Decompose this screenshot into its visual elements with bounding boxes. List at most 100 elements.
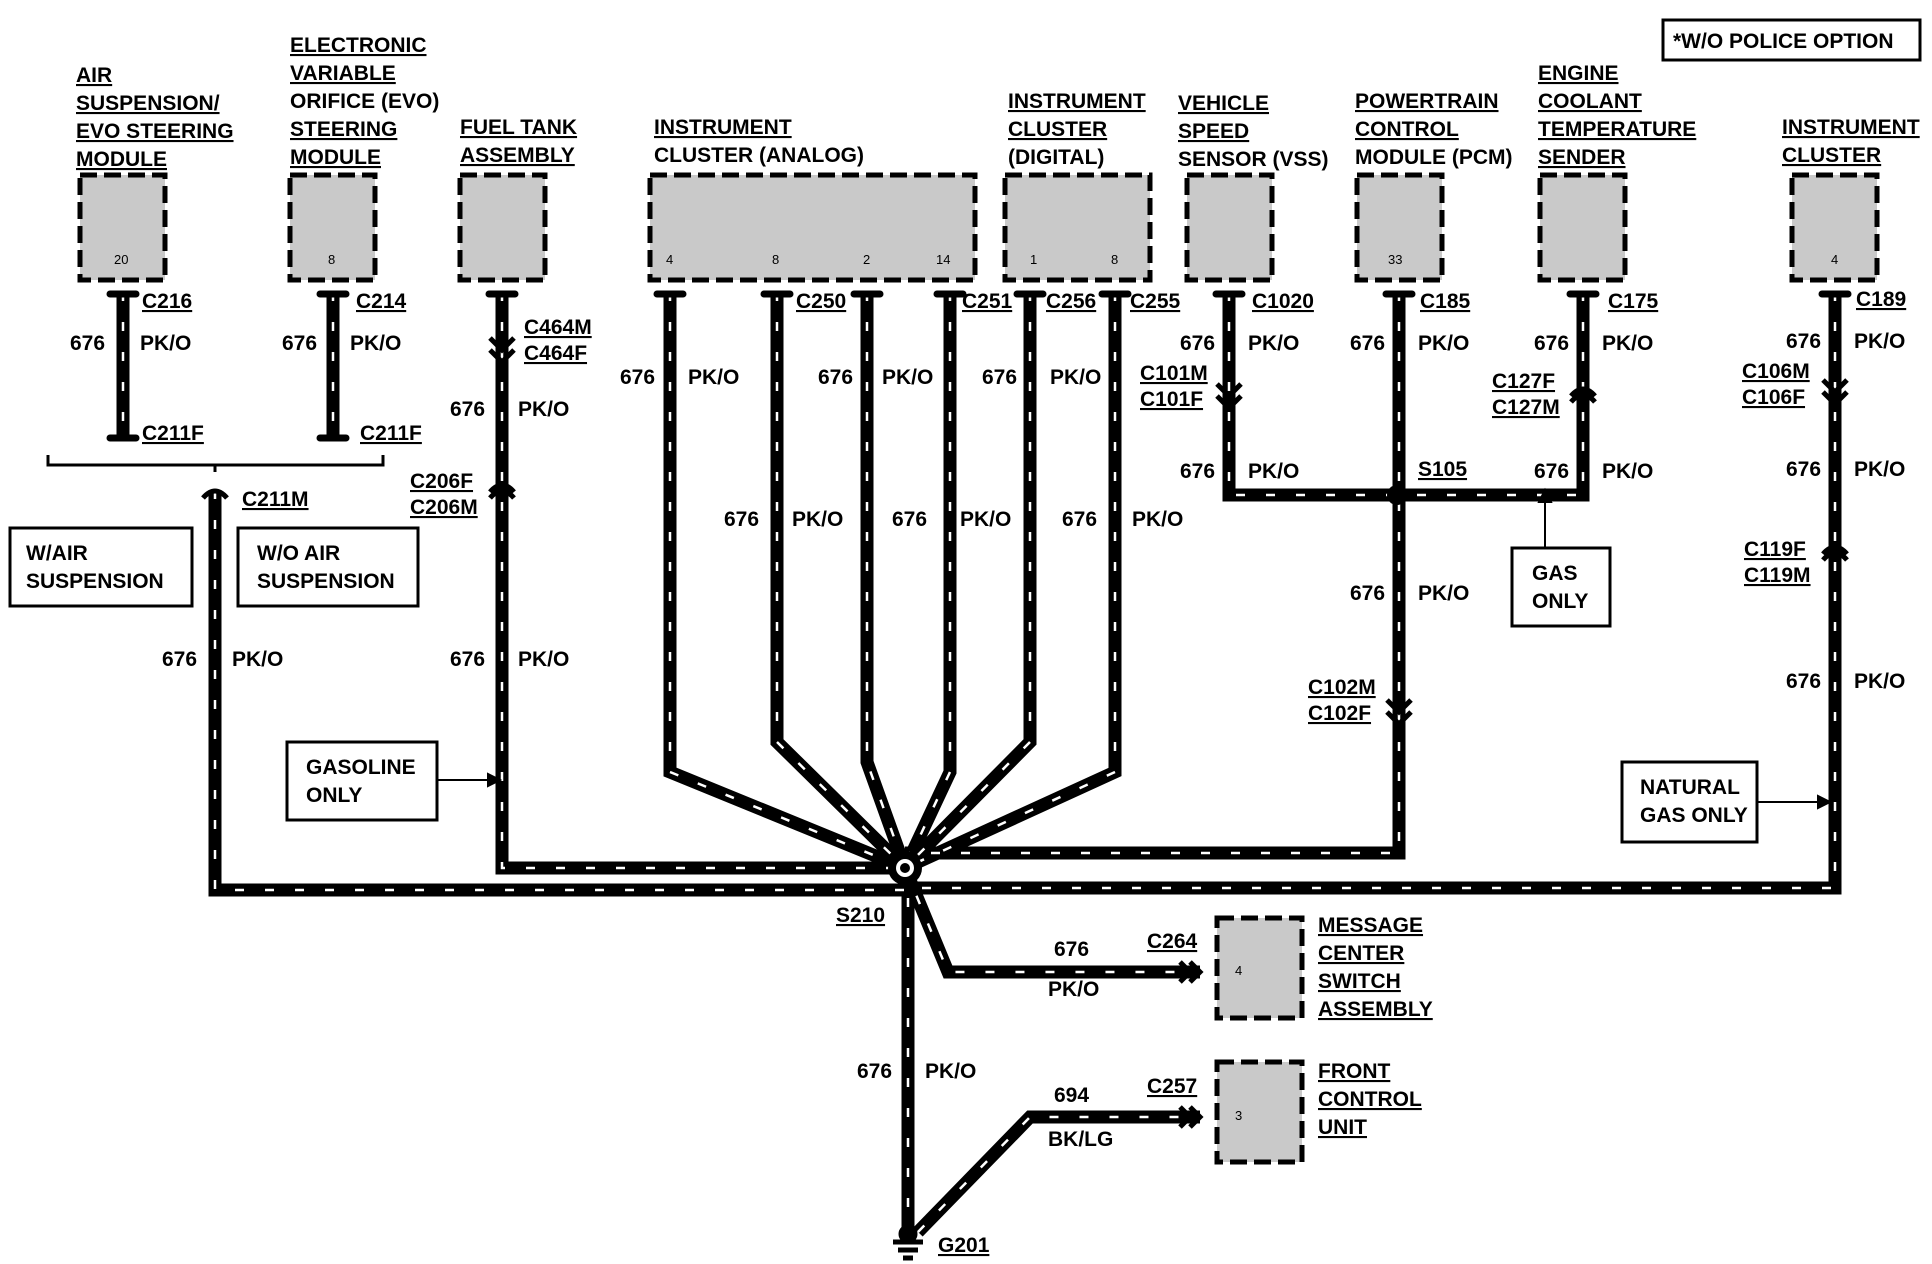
- pin-air-susp: 20: [114, 252, 128, 267]
- pcm-label: POWERTRAIN CONTROL MODULE (PCM): [1355, 90, 1512, 169]
- circuit-num: 676: [1786, 670, 1821, 693]
- air-susp-module-label: AIR SUSPENSION/ EVO STEERING MODULE: [76, 64, 234, 171]
- connector-labels: C216 C214 C211F C211F C211M C464M C464F …: [142, 288, 1906, 1257]
- connector-c464f: C464F: [524, 342, 587, 365]
- ground-icon: [893, 1224, 923, 1261]
- note-boxes: W/AIR SUSPENSION W/O AIR SUSPENSION GASO…: [8, 526, 1759, 844]
- components-msg-center-2-text: SWITCH: [1318, 970, 1401, 993]
- connector-c464m: C464M: [524, 316, 592, 339]
- connector-c101f: C101F: [1140, 388, 1203, 411]
- connector-c1020: C1020: [1252, 290, 1314, 313]
- connector-c189: C189: [1856, 288, 1906, 311]
- pin-evo: 8: [328, 252, 335, 267]
- ic-digital-label: INSTRUMENT CLUSTER (DIGITAL): [1008, 90, 1146, 169]
- connector-c256: C256: [1046, 290, 1096, 313]
- splice-s105: [1387, 485, 1407, 505]
- circuit-num: 676: [1180, 460, 1215, 483]
- inline-connectors: [201, 336, 1849, 1129]
- note-w-air-2: SUSPENSION: [26, 570, 164, 593]
- note-natural-gas-1: NATURAL: [1640, 776, 1740, 799]
- circuit-color: PK/O: [1418, 332, 1469, 355]
- circuit-num: 676: [70, 332, 105, 355]
- pin-ic-analog-4: 14: [936, 252, 950, 267]
- components-evo-module-3-text: STEERING: [290, 118, 397, 141]
- connector-c211f-a: C211F: [142, 422, 204, 445]
- components-vss-1-text: SPEED: [1178, 120, 1249, 143]
- circuit-color: PK/O: [1418, 582, 1469, 605]
- components-evo-module-1-text: VARIABLE: [290, 62, 396, 85]
- note-gasoline-2: ONLY: [306, 784, 362, 807]
- circuit-num: 676: [1180, 332, 1215, 355]
- ground-circuit-num: 694: [1054, 1084, 1089, 1107]
- connector-c216: C216: [142, 290, 192, 313]
- connector-c127m: C127M: [1492, 396, 1560, 419]
- msg-center-box: [1214, 915, 1305, 1021]
- components-fcu-1-text: CONTROL: [1318, 1088, 1422, 1111]
- ect-box: [1537, 172, 1628, 283]
- pcm-box: [1354, 172, 1445, 283]
- circuit-num: 676: [282, 332, 317, 355]
- circuit-color: PK/O: [1132, 508, 1183, 531]
- circuit-color: PK/O: [882, 366, 933, 389]
- circuit-num: 676: [620, 366, 655, 389]
- connector-c127f: C127F: [1492, 370, 1555, 393]
- note-arrows: [437, 487, 1833, 810]
- ic-right-box: [1789, 172, 1880, 283]
- fuel-tank-box: [457, 172, 548, 283]
- note-natural-gas-2: GAS ONLY: [1640, 804, 1748, 827]
- components-pcm-1-text: CONTROL: [1355, 118, 1459, 141]
- connector-c206m: C206M: [410, 496, 478, 519]
- note-gas-2: ONLY: [1532, 590, 1588, 613]
- circuit-num: 676: [818, 366, 853, 389]
- circuit-color: PK/O: [960, 508, 1011, 531]
- circuit-color: PK/O: [1602, 460, 1653, 483]
- connector-caps: [106, 290, 1852, 976]
- components-msg-center-3-text: ASSEMBLY: [1318, 998, 1433, 1021]
- circuit-color: PK/O: [792, 508, 843, 531]
- msg-center-label: MESSAGE CENTER SWITCH ASSEMBLY: [1318, 914, 1433, 1021]
- vss-box: [1184, 172, 1275, 283]
- components-evo-module-0-text: ELECTRONIC: [290, 34, 427, 57]
- connector-c214: C214: [356, 290, 407, 313]
- ic-analog-label: INSTRUMENT CLUSTER (ANALOG): [654, 116, 864, 167]
- components-evo-module-2-text: ORIFICE (EVO): [290, 90, 439, 113]
- circuit-color: PK/O: [1854, 458, 1905, 481]
- circuit-color: PK/O: [925, 1060, 976, 1083]
- circuit-num: 676: [982, 366, 1017, 389]
- wire-left-return: [208, 490, 905, 897]
- components-air-susp-module-2-text: EVO STEERING: [76, 120, 234, 143]
- components-air-susp-module-3-text: MODULE: [76, 148, 167, 171]
- components-ect-2-text: TEMPERATURE: [1538, 118, 1696, 141]
- fuel-tank-label: FUEL TANK ASSEMBLY: [460, 116, 577, 167]
- connector-c119f: C119F: [1744, 538, 1806, 561]
- components-vss-0-text: VEHICLE: [1178, 92, 1269, 115]
- pin-fcu: 3: [1235, 1108, 1242, 1123]
- circuit-color: PK/O: [518, 398, 569, 421]
- ic-digital-box: [1002, 172, 1153, 283]
- components-ect-1-text: COOLANT: [1538, 90, 1642, 113]
- circuit-color: PK/O: [1854, 670, 1905, 693]
- circuit-color: PK/O: [518, 648, 569, 671]
- connector-c206f: C206F: [410, 470, 473, 493]
- circuit-num: 676: [1534, 460, 1569, 483]
- components-ect-3-text: SENDER: [1538, 146, 1626, 169]
- pin-msg-center: 4: [1235, 963, 1242, 978]
- connector-c102m: C102M: [1308, 676, 1376, 699]
- connector-g201: G201: [938, 1234, 990, 1257]
- connector-c101m: C101M: [1140, 362, 1208, 385]
- police-option-note: *W/O POLICE OPTION: [1661, 18, 1922, 62]
- connector-c175: C175: [1608, 290, 1659, 313]
- pin-ic-analog-1: 4: [666, 252, 673, 267]
- circuit-num: 676: [1350, 332, 1385, 355]
- circuit-color: PK/O: [350, 332, 401, 355]
- circuit-num: 676: [1786, 330, 1821, 353]
- connector-c211m: C211M: [242, 488, 309, 511]
- circuit-num: 676: [1786, 458, 1821, 481]
- circuit-num: 676: [450, 398, 485, 421]
- connector-s105: S105: [1418, 458, 1467, 481]
- connector-c264: C264: [1147, 930, 1198, 953]
- circuit-color: PK/O: [232, 648, 283, 671]
- components-fcu-0-text: FRONT: [1318, 1060, 1390, 1083]
- components-msg-center-0-text: MESSAGE: [1318, 914, 1423, 937]
